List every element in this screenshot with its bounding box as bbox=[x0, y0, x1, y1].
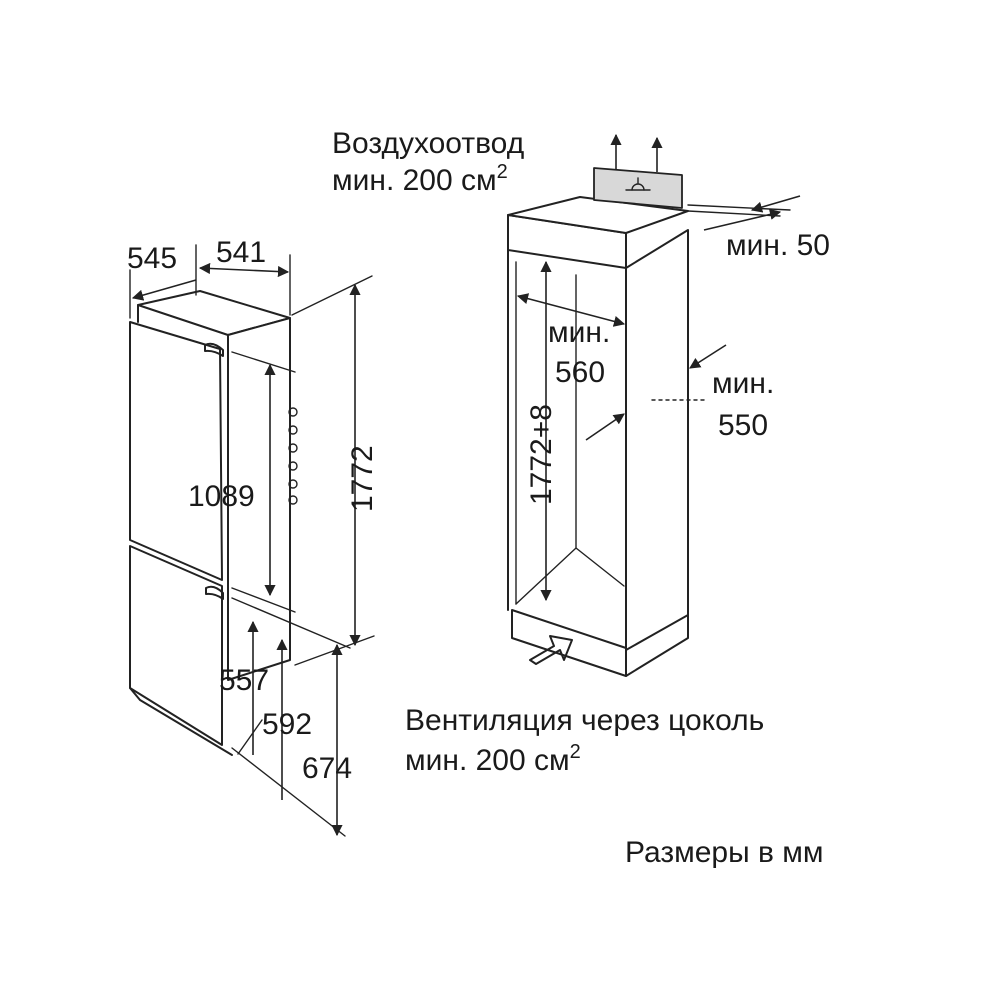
cabinet-side-panel bbox=[625, 229, 689, 651]
fridge-dimensions: 545 541 1772 1089 557 592 674 bbox=[127, 236, 379, 837]
dim-1772-ext-bottom bbox=[294, 635, 375, 666]
fridge-lower-door bbox=[129, 545, 223, 746]
dim-674-label: 674 bbox=[302, 752, 352, 785]
dim-560-line bbox=[516, 293, 626, 327]
min-550-label-1: мин. bbox=[712, 367, 774, 400]
plinth-side bbox=[625, 611, 689, 677]
upper-door-handle bbox=[204, 342, 224, 357]
niche-cabinet-drawing: мин. 560 1772+8 мин. 550 мин. 50 bbox=[507, 133, 830, 677]
dim-lower-ext-top bbox=[231, 597, 351, 649]
air-outlet-label-2: мин. 200 см2 bbox=[332, 161, 508, 197]
dim-1089-ext-bottom bbox=[231, 587, 296, 613]
dim-592-label: 592 bbox=[262, 708, 312, 741]
niche-height-label: 1772+8 bbox=[525, 404, 558, 505]
min-560-label-2: 560 bbox=[555, 356, 605, 389]
dim-557-label: 557 bbox=[219, 664, 269, 697]
dim-lower-ext-bottom bbox=[231, 747, 346, 837]
dim-550-arrow-right bbox=[689, 344, 727, 369]
dim-50-arrow-2 bbox=[750, 195, 801, 213]
dim-1772-label: 1772 bbox=[346, 445, 379, 512]
side-hinge-knobs bbox=[288, 407, 298, 505]
dim-541-line bbox=[198, 262, 290, 278]
cabinet-plinth bbox=[511, 609, 627, 677]
dim-545-label: 545 bbox=[127, 242, 177, 275]
plinth-vent-label-2: мин. 200 см2 bbox=[405, 741, 581, 777]
dim-550-arrow-left bbox=[585, 413, 625, 441]
lower-door-handle bbox=[205, 585, 224, 600]
grill-fan-symbol bbox=[625, 177, 651, 191]
plinth-vent-arrow bbox=[529, 635, 573, 665]
min-50-label: мин. 50 bbox=[726, 229, 830, 262]
dim-50-ext-2 bbox=[687, 204, 791, 211]
plinth-vent-label-1: Вентиляция через цоколь bbox=[405, 704, 764, 737]
dim-541-label: 541 bbox=[216, 236, 266, 269]
units-note: Размеры в мм bbox=[625, 836, 824, 869]
dim-1089-label: 1089 bbox=[188, 480, 255, 513]
niche-inner-bottom bbox=[515, 547, 625, 605]
dim-545-line bbox=[131, 279, 197, 301]
fridge-base-edge bbox=[129, 687, 233, 756]
air-outlet-grill bbox=[593, 167, 683, 209]
min-560-label-1: мин. bbox=[548, 316, 610, 349]
dim-1772-ext-top bbox=[291, 275, 373, 316]
dim-1089-ext-top bbox=[231, 351, 296, 373]
refrigerator-drawing bbox=[129, 290, 298, 756]
fridge-upper-door bbox=[129, 321, 223, 581]
dim-lower-leader bbox=[237, 719, 263, 755]
min-550-label-2: 550 bbox=[718, 409, 768, 442]
dim-50-arrow-1 bbox=[703, 208, 782, 231]
air-outlet-label-1: Воздухоотвод bbox=[332, 127, 524, 160]
